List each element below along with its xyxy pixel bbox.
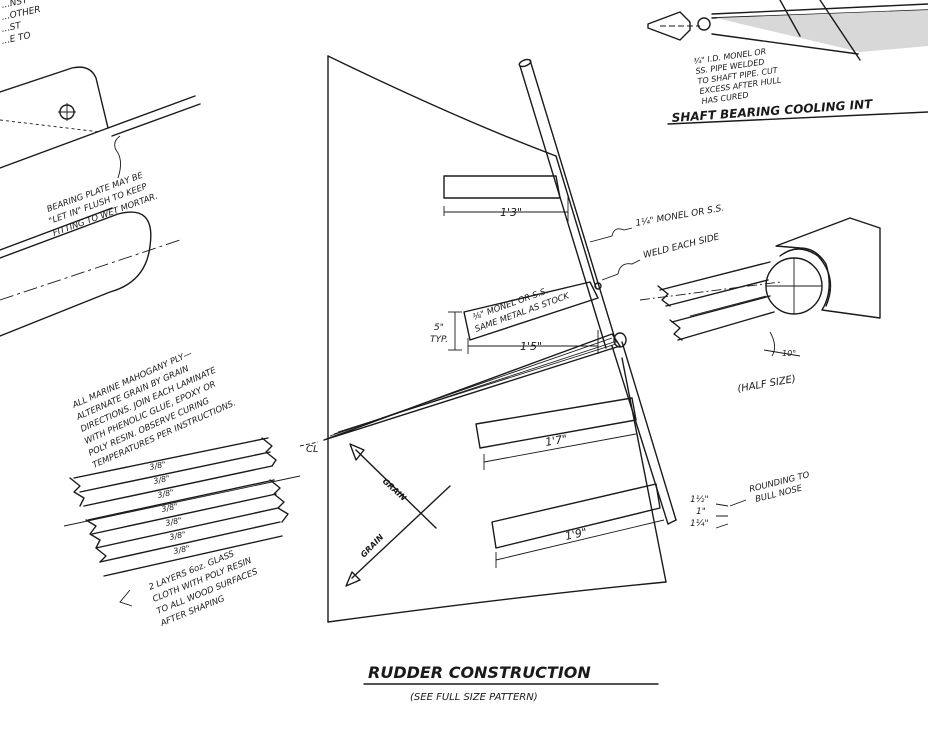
grain-arrows: GRAIN GRAIN <box>345 443 451 587</box>
svg-text:1¼": 1¼" <box>690 519 709 529</box>
svg-text:10°: 10° <box>782 349 796 358</box>
strap-note: ⅜" MONEL OR S.S. SAME METAL AS STOCK <box>472 286 572 335</box>
svg-text:GRAIN: GRAIN <box>381 477 408 503</box>
svg-text:3/8": 3/8" <box>165 516 183 528</box>
laminate-stack: 3/8" 3/8" 3/8" 3/8" 3/8" 3/8" 3/8" <box>63 437 301 577</box>
rudder-outline <box>327 55 667 623</box>
shaft-bearing-inset <box>647 0 928 61</box>
svg-text:3/8": 3/8" <box>169 530 187 542</box>
svg-text:1¼" MONEL OR S.S.: 1¼" MONEL OR S.S. <box>635 203 725 228</box>
svg-text:1½": 1½" <box>690 495 709 505</box>
svg-text:1'5": 1'5" <box>520 340 542 353</box>
svg-text:1'9": 1'9" <box>564 526 588 543</box>
corner-note: ...NST ...OTHER ...ST ...E TO <box>1 0 42 47</box>
svg-text:3/8": 3/8" <box>161 502 179 514</box>
tapered-shaft: CL <box>299 332 627 455</box>
bearing-plate <box>0 66 201 179</box>
ply-note: ALL MARINE MAHOGANY PLY— ALTERNATE GRAIN… <box>70 349 237 471</box>
strap-1: 1'3" <box>443 175 569 222</box>
taper-note: 1½" 1" 1¼" ROUNDING TO BULL NOSE <box>690 470 811 529</box>
weld-point-icon <box>594 282 602 290</box>
svg-text:(HALF SIZE): (HALF SIZE) <box>737 374 797 395</box>
svg-text:3/8": 3/8" <box>157 488 175 500</box>
stock-notes: 1¼" MONEL OR S.S. WELD EACH SIDE <box>589 203 725 281</box>
drawing-title: RUDDER CONSTRUCTION (SEE FULL SIZE PATTE… <box>363 663 659 703</box>
rudder-stock <box>518 58 677 525</box>
svg-text:5": 5" <box>434 323 444 333</box>
title-sub: (SEE FULL SIZE PATTERN) <box>410 692 538 703</box>
rudder-blade-section <box>0 207 181 337</box>
svg-text:1": 1" <box>696 507 706 517</box>
bearing-plate-note: BEARING PLATE MAY BE "LET IN" FLUSH TO K… <box>46 170 160 238</box>
svg-text:WELD EACH SIDE: WELD EACH SIDE <box>642 232 721 261</box>
svg-text:TYP.: TYP. <box>430 335 448 345</box>
svg-text:3/8": 3/8" <box>149 460 167 472</box>
svg-text:1'7": 1'7" <box>544 432 568 449</box>
inset-note: ¾" I.D. MONEL OR SS. PIPE WELDED TO SHAF… <box>667 47 928 125</box>
title-main: RUDDER CONSTRUCTION <box>368 663 591 682</box>
svg-text:...NST: ...NST <box>1 0 30 11</box>
svg-text:1'3": 1'3" <box>500 206 522 219</box>
typ-dimension: 5" TYP. <box>430 311 462 351</box>
svg-text:...ST: ...ST <box>1 21 24 35</box>
strap-2: 1'5" <box>463 281 599 354</box>
svg-text:3/8": 3/8" <box>153 474 171 486</box>
svg-text:CL: CL <box>306 444 319 455</box>
strap-3: 1'7" <box>475 397 637 470</box>
glass-note: 2 LAYERS 6oz. GLASS CLOTH WITH POLY RESI… <box>119 549 260 629</box>
svg-text:3/8": 3/8" <box>173 544 191 556</box>
svg-text:GRAIN: GRAIN <box>359 532 386 559</box>
strap-4: 1'9" <box>491 483 665 568</box>
